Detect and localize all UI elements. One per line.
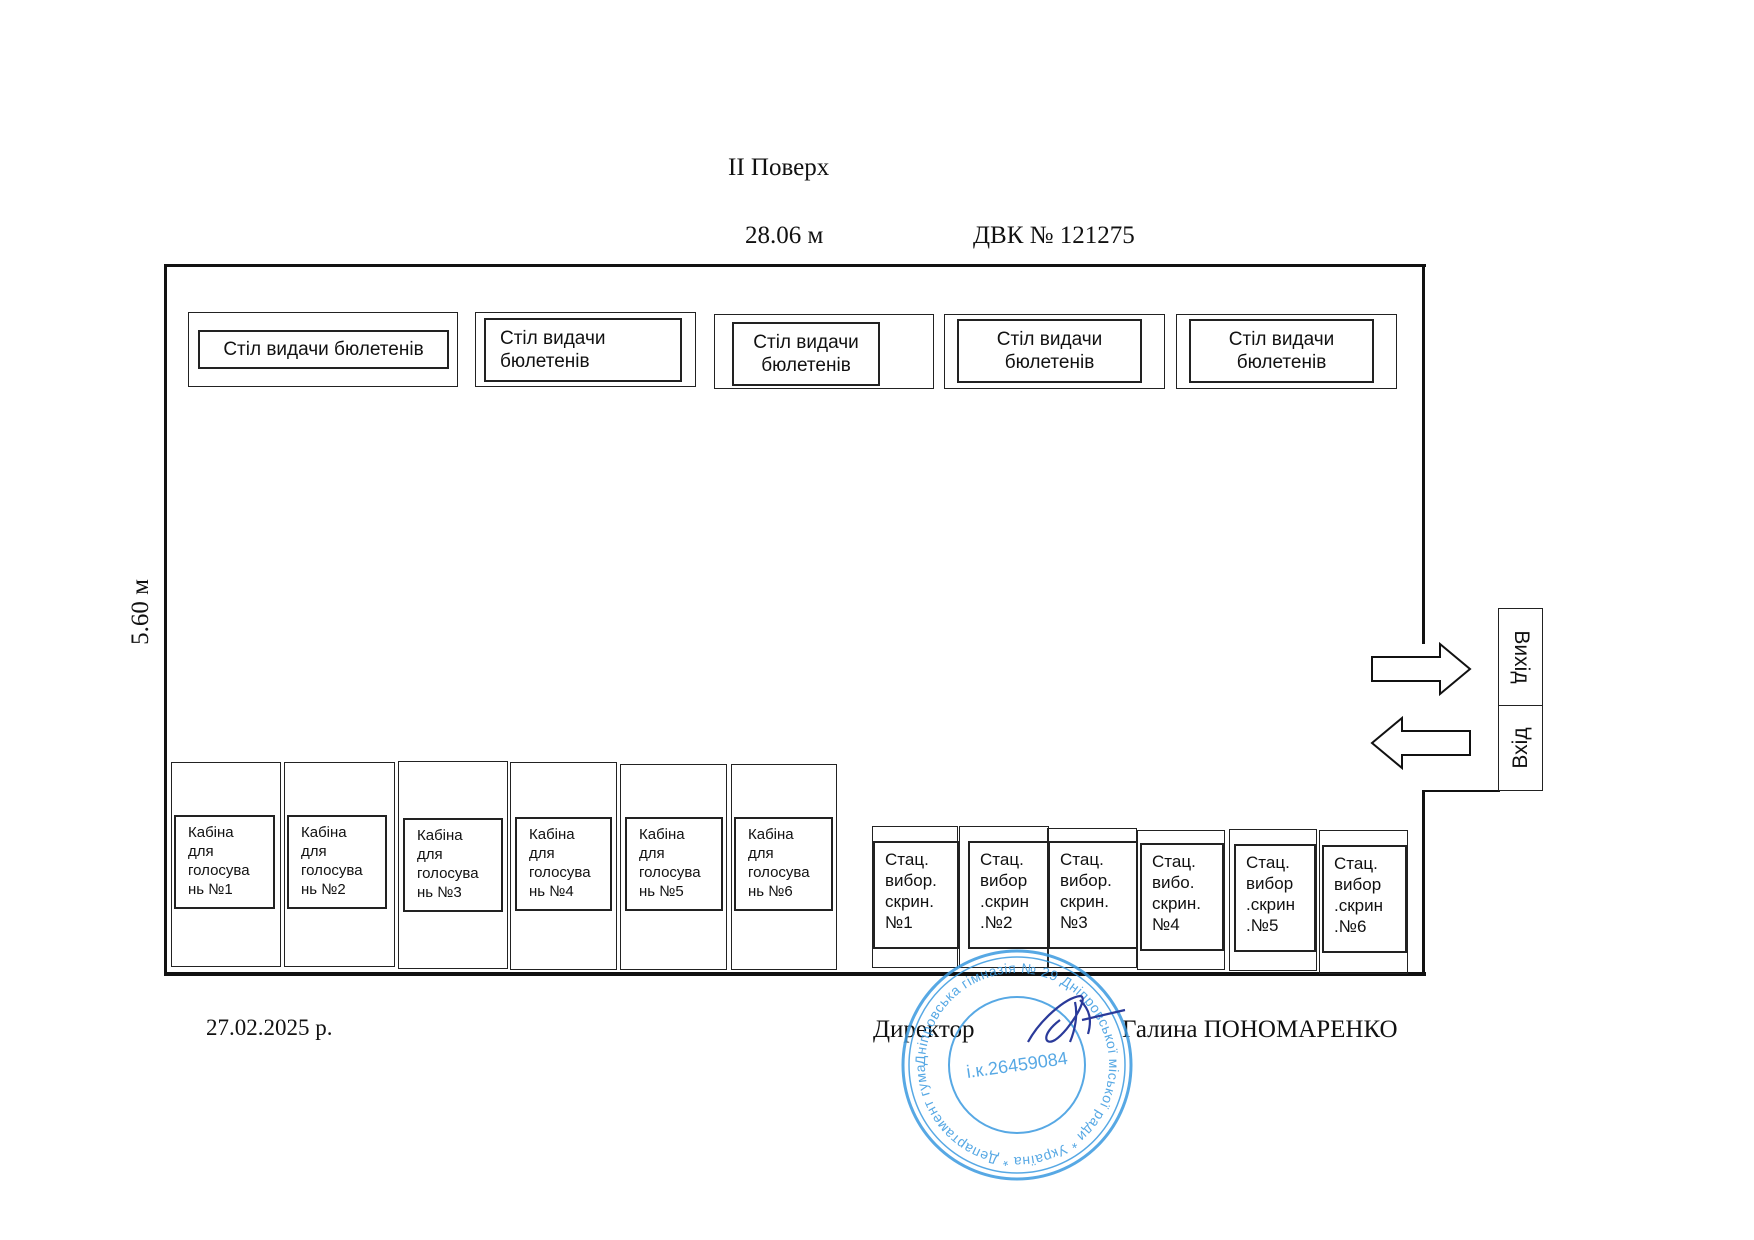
table-label: Стіл видачи бюлетенів xyxy=(996,329,1103,373)
table-label: Стіл видачи бюлетенів xyxy=(223,339,424,360)
wall-right-lower xyxy=(1422,790,1425,975)
ballot-box-label: Стац. вибор .скрин .№2 xyxy=(980,850,1029,932)
voting-booth-2: Кабіна для голосува нь №2 xyxy=(284,762,395,967)
wall-bottom xyxy=(164,972,1426,976)
room-width-label: 5.60 м xyxy=(126,579,154,645)
signer-position: Директор xyxy=(873,1016,975,1043)
wall-door-ledge xyxy=(1422,790,1500,792)
voting-booth-1: Кабіна для голосува нь №1 xyxy=(171,762,281,967)
ballot-box-label: Стац. вибор .скрин .№6 xyxy=(1334,854,1383,936)
booth-label: Кабіна для голосува нь №4 xyxy=(529,826,591,900)
wall-top xyxy=(164,264,1426,267)
entrance-label: Вхід xyxy=(1508,727,1532,769)
ballot-box-1: Стац. вибор. скрин. №1 xyxy=(872,826,959,968)
table-2: Стіл видачи бюлетенів xyxy=(475,312,696,387)
table-label: Стіл видачи бюлетенів xyxy=(1228,329,1335,373)
exit-arrow-icon xyxy=(1371,642,1472,696)
voting-booth-4: Кабіна для голосува нь №4 xyxy=(510,762,617,970)
ballot-box-3: Стац. вибор. скрин. №3 xyxy=(1047,828,1138,968)
stamp-code: і.к.26459084 xyxy=(965,1048,1069,1082)
table-label: Стіл видачи бюлетенів xyxy=(753,332,859,376)
voting-booth-6: Кабіна для голосува нь №6 xyxy=(731,764,837,970)
official-stamp: Дніпровська гімназія № 29 Дніпровської м… xyxy=(897,945,1133,1181)
table-4: Стіл видачи бюлетенів xyxy=(944,314,1165,389)
booth-label: Кабіна для голосува нь №1 xyxy=(188,824,250,898)
exit-door: Вихід xyxy=(1498,608,1543,706)
signer-name: Галина ПОНОМАРЕНКО xyxy=(1122,1016,1398,1043)
booth-label: Кабіна для голосува нь №6 xyxy=(748,826,810,900)
booth-label: Кабіна для голосува нь №2 xyxy=(301,824,363,898)
ballot-box-label: Стац. вибор .скрин .№5 xyxy=(1246,853,1295,935)
ballot-box-label: Стац. вибор. скрин. №3 xyxy=(1060,850,1112,932)
exit-label: Вихід xyxy=(1509,630,1533,684)
voting-booth-3: Кабіна для голосува нь №3 xyxy=(398,761,508,969)
ballot-box-label: Стац. вибор. скрин. №1 xyxy=(885,850,937,932)
ballot-box-2: Стац. вибор .скрин .№2 xyxy=(959,826,1050,968)
table-label: Стіл видачи бюлетенів xyxy=(500,328,606,372)
document-date: 27.02.2025 р. xyxy=(206,1015,333,1040)
ballot-box-4: Стац. вибо. скрин. №4 xyxy=(1137,830,1225,970)
table-3: Стіл видачи бюлетенів xyxy=(714,314,934,389)
ballot-box-6: Стац. вибор .скрин .№6 xyxy=(1319,830,1408,974)
wall-left xyxy=(164,264,167,975)
wall-right-upper xyxy=(1422,264,1425,644)
ballot-box-5: Стац. вибор .скрин .№5 xyxy=(1229,829,1317,971)
booth-label: Кабіна для голосува нь №3 xyxy=(417,827,479,901)
entrance-door: Вхід xyxy=(1498,705,1543,791)
table-1: Стіл видачи бюлетенів xyxy=(188,312,458,387)
room-length-label: 28.06 м xyxy=(745,222,824,249)
ballot-box-label: Стац. вибо. скрин. №4 xyxy=(1152,852,1201,934)
floor-title: II Поверх xyxy=(728,154,830,181)
voting-booth-5: Кабіна для голосува нь №5 xyxy=(620,764,727,970)
station-number: ДВК № 121275 xyxy=(973,222,1135,249)
entrance-arrow-icon xyxy=(1370,716,1471,770)
table-5: Стіл видачи бюлетенів xyxy=(1176,314,1397,389)
signature xyxy=(1027,994,1126,1043)
booth-label: Кабіна для голосува нь №5 xyxy=(639,826,701,900)
